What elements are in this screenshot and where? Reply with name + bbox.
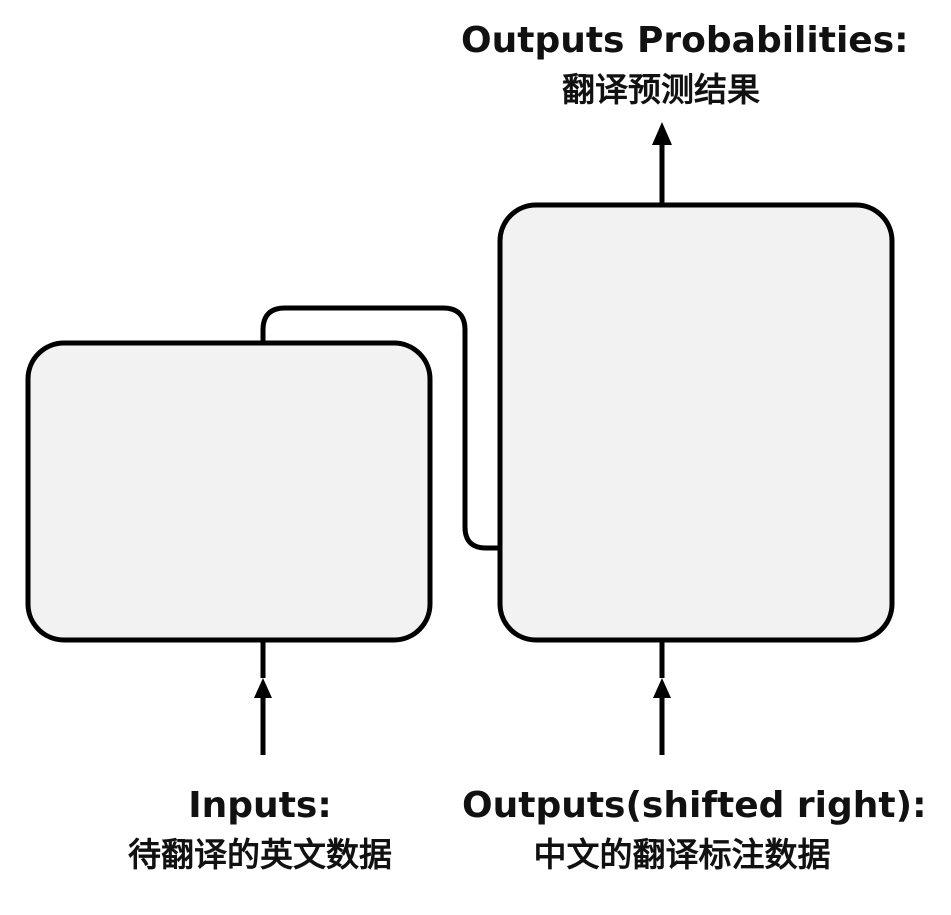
outputs-shifted-label: Outputs(shifted right): 中文的翻译标注数据 xyxy=(462,783,927,875)
encoder-decoder-connector xyxy=(260,305,500,551)
output-probabilities-label: Outputs Probabilities: 翻译预测结果 xyxy=(461,18,909,110)
outputs-shifted-arrow-head xyxy=(653,678,671,698)
outputs-shifted-subtitle: 中文的翻译标注数据 xyxy=(533,835,831,874)
output-probabilities-subtitle: 翻译预测结果 xyxy=(562,70,760,109)
inputs-arrow-head xyxy=(254,678,272,698)
output-probabilities-title: Outputs Probabilities: xyxy=(461,20,909,61)
decoder-block xyxy=(497,202,895,643)
inputs-label: Inputs: 待翻译的英文数据 xyxy=(60,783,460,875)
inputs-subtitle: 待翻译的英文数据 xyxy=(128,835,392,874)
encoder-block xyxy=(25,340,433,643)
outputs-shifted-title: Outputs(shifted right): xyxy=(462,785,927,826)
output-probabilities-arrow-head xyxy=(652,122,672,145)
inputs-title: Inputs: xyxy=(188,785,332,826)
